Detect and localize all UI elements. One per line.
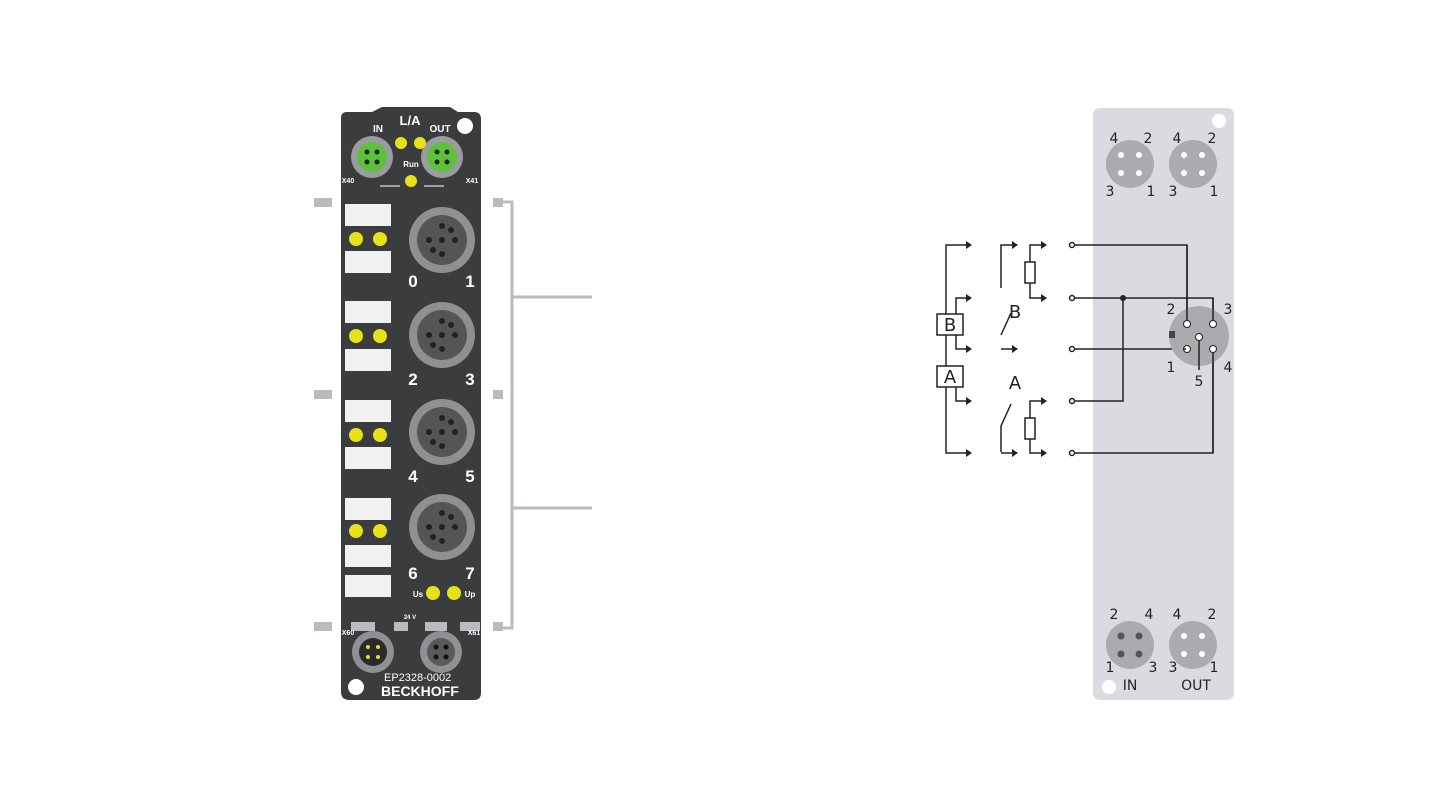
panel-hole-top — [1212, 114, 1226, 128]
brand-logo: BECKHOFF — [381, 683, 459, 699]
mounting-hole-top — [457, 118, 473, 134]
relay-b-label: B — [944, 315, 956, 336]
pin-label: 2 — [1110, 607, 1119, 623]
channel-6: 6 — [408, 564, 417, 583]
channel-7: 7 — [465, 564, 474, 583]
port-x60 — [352, 631, 394, 673]
led-run — [405, 175, 417, 187]
pin-label: 2 — [1208, 131, 1217, 147]
connector-2-3 — [409, 302, 475, 368]
pin-label: 4 — [1173, 131, 1182, 147]
pin-label: 3 — [1149, 660, 1158, 676]
label-out-power: OUT — [1181, 678, 1211, 694]
channel-5: 5 — [465, 467, 474, 486]
m12-connectors — [409, 207, 475, 560]
pin-label: 1 — [1106, 660, 1115, 676]
relay-b-box — [936, 313, 964, 336]
power-connector-in — [1106, 621, 1154, 669]
pin-label: 4 — [1145, 607, 1154, 623]
port-x40 — [351, 136, 393, 178]
pin-label: 1 — [1210, 184, 1219, 200]
label-la: L/A — [400, 113, 422, 128]
connector-0-1 — [409, 207, 475, 273]
channel-2: 2 — [408, 370, 417, 389]
port-x61 — [420, 631, 462, 673]
relay-a-label: A — [944, 367, 957, 388]
pin-label: 4 — [1173, 607, 1182, 623]
pin-label: 3 — [1169, 184, 1178, 200]
channel-1: 1 — [465, 272, 474, 291]
pin-label: 2 — [1144, 131, 1153, 147]
pin-label: 3 — [1169, 660, 1178, 676]
label-us: Us — [413, 590, 424, 599]
relay-a-box — [936, 365, 964, 388]
mounting-hole-bottom — [348, 679, 364, 695]
pin-3-label: 3 — [1224, 302, 1233, 318]
led-la-out — [414, 137, 426, 149]
led-la-in — [395, 137, 407, 149]
label-x40: X40 — [342, 178, 355, 185]
led-up — [447, 586, 461, 600]
switch-a-label: A — [1009, 373, 1022, 394]
bus-connector-top-in — [1106, 140, 1154, 188]
label-run: Run — [403, 160, 419, 169]
pin-label: 3 — [1106, 184, 1115, 200]
label-out: OUT — [429, 124, 450, 135]
channel-4: 4 — [408, 467, 418, 486]
pin-4-label: 4 — [1224, 360, 1233, 376]
pin-label: 1 — [1210, 660, 1219, 676]
circuit-wiring — [936, 241, 1229, 457]
label-x41: X41 — [466, 178, 479, 185]
switch-b-label: B — [1009, 302, 1021, 323]
schematic-panel — [1093, 108, 1234, 700]
power-connector-out — [1169, 621, 1217, 669]
led-us — [426, 586, 440, 600]
label-x60: X60 — [342, 630, 355, 637]
pin-label: 1 — [1147, 184, 1156, 200]
port-x41 — [421, 136, 463, 178]
m12-pinout — [1169, 245, 1229, 453]
bus-connector-top-out — [1169, 140, 1217, 188]
channel-3: 3 — [465, 370, 474, 389]
label-x61: X61 — [468, 630, 481, 637]
label-up: Up — [465, 590, 476, 599]
pin-label: 2 — [1208, 607, 1217, 623]
model-number: EP2328-0002 — [384, 672, 451, 684]
channel-leds — [349, 232, 387, 538]
pin-2-label: 2 — [1167, 302, 1176, 318]
pin-5-label: 5 — [1195, 374, 1204, 390]
panel-hole-bottom — [1102, 680, 1116, 694]
pin-label: 4 — [1110, 131, 1119, 147]
channel-bracket — [498, 200, 592, 630]
connector-6-7 — [409, 494, 475, 560]
pin-1-label: 1 — [1167, 360, 1176, 376]
channel-0: 0 — [408, 272, 417, 291]
label-24v: 24 V — [404, 615, 416, 621]
label-in: IN — [373, 124, 383, 135]
label-in-power: IN — [1123, 678, 1138, 694]
marker-bottom — [351, 622, 480, 631]
label-boxes — [345, 204, 391, 597]
connector-4-5 — [409, 399, 475, 465]
